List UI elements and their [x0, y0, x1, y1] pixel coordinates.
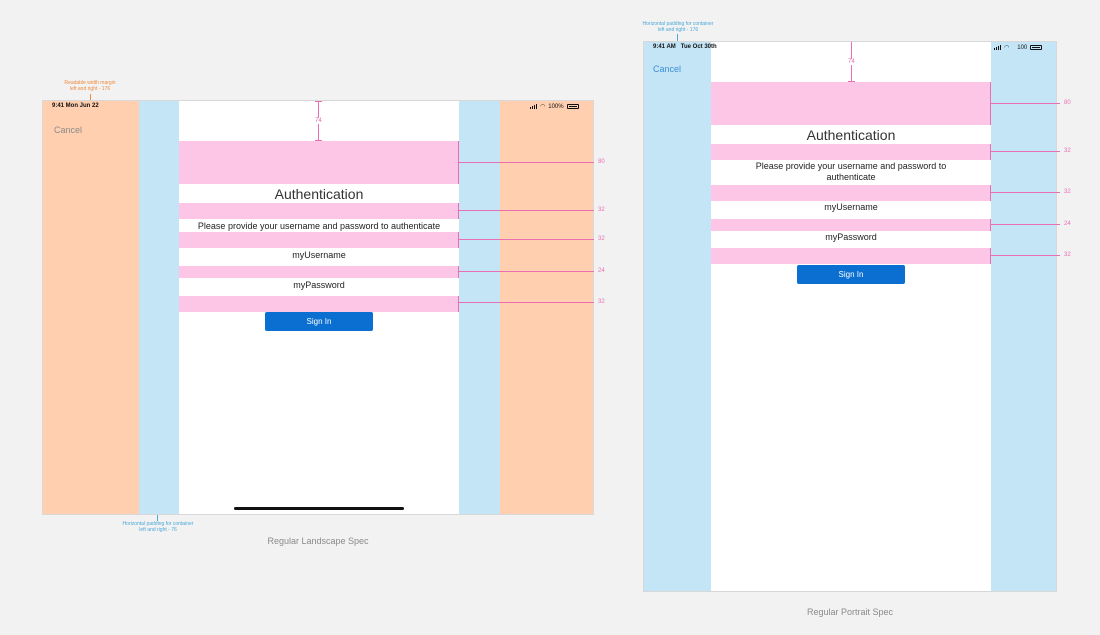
landscape-device: 9:41 Mon Jun 22 ◠ 100% Cancel 74 Authent… — [42, 100, 594, 515]
wifi-icon: ◠ — [540, 104, 546, 110]
annotation-pointer — [90, 94, 91, 100]
measure-label: 32 — [598, 236, 605, 242]
container-padding-annotation: Horizontal padding for container left an… — [632, 21, 724, 33]
spacer-24 — [711, 219, 991, 231]
measure-leader — [990, 151, 1060, 152]
annotation-pointer — [677, 34, 678, 41]
measure-label: 32 — [1064, 252, 1071, 258]
status-time: 9:41 AM Tue Oct 30th — [653, 44, 717, 50]
auth-message: Please provide your username and passwor… — [711, 161, 991, 183]
battery-icon — [1030, 45, 1043, 50]
page-title: Authentication — [806, 127, 896, 143]
annotation-line: left and right - 176 — [69, 86, 111, 92]
password-field[interactable]: myPassword — [825, 232, 877, 242]
container-padding-left — [139, 101, 179, 514]
measure-leader — [458, 239, 594, 240]
signal-icon — [530, 104, 537, 109]
measure-label: 32 — [598, 299, 605, 305]
measure-label: 24 — [1064, 221, 1071, 227]
measure-label: 24 — [598, 268, 605, 274]
spacer-32 — [179, 203, 459, 219]
annotation-line: left and right - 176 — [657, 27, 699, 33]
spacer-32 — [179, 296, 459, 312]
username-field[interactable]: myUsername — [292, 250, 346, 260]
spacer-32 — [711, 185, 991, 201]
spacer-edge — [990, 219, 991, 231]
signal-icon — [994, 45, 1001, 50]
portrait-caption: Regular Portrait Spec — [806, 607, 894, 617]
top-measure-cap — [315, 140, 322, 141]
spacer-24 — [179, 266, 459, 278]
readable-margin-annotation: Readable width margin left and right - 1… — [55, 80, 125, 92]
measure-leader — [990, 224, 1060, 225]
measure-label: 80 — [598, 159, 605, 165]
landscape-caption: Regular Landscape Spec — [267, 536, 369, 546]
annotation-line: Horizontal padding for container — [122, 521, 194, 527]
spacer-edge — [990, 185, 991, 201]
sign-in-button[interactable]: Sign In — [265, 312, 373, 331]
measure-leader — [990, 255, 1060, 256]
cancel-button[interactable]: Cancel — [653, 64, 682, 74]
spacer-edge — [990, 248, 991, 264]
annotation-line: Horizontal padding for container — [642, 21, 714, 27]
spacer-32 — [711, 248, 991, 264]
username-field[interactable]: myUsername — [824, 202, 878, 212]
readable-margin-right — [500, 101, 593, 514]
spacer-80 — [179, 141, 459, 184]
portrait-device: 9:41 AM Tue Oct 30th ◠ 100 Cancel 74 Aut… — [643, 41, 1057, 592]
auth-message-line: authenticate — [826, 172, 876, 182]
measure-leader — [458, 271, 594, 272]
container-padding-annotation: Horizontal padding for container left an… — [112, 521, 204, 533]
password-field[interactable]: myPassword — [293, 280, 345, 290]
spacer-edge — [458, 232, 459, 248]
spacer-edge — [458, 266, 459, 278]
top-measure-label: 74 — [315, 118, 322, 124]
status-indicators: ◠ 100% — [530, 103, 579, 110]
battery-percent: 100 — [1017, 44, 1028, 51]
spacer-edge — [990, 144, 991, 160]
container-padding-right — [991, 42, 1056, 591]
annotation-line: left and right - 76 — [139, 527, 177, 533]
auth-message: Please provide your username and passwor… — [197, 221, 441, 231]
measure-leader — [458, 210, 594, 211]
wifi-icon: ◠ — [1004, 45, 1010, 51]
spacer-80 — [711, 82, 991, 125]
measure-leader — [990, 192, 1060, 193]
readable-margin-left — [43, 101, 139, 514]
measure-label: 80 — [1064, 100, 1071, 106]
battery-percent: 100% — [548, 103, 564, 110]
sign-in-button[interactable]: Sign In — [797, 265, 905, 284]
container-padding-left — [644, 42, 711, 591]
status-time: 9:41 Mon Jun 22 — [52, 103, 99, 109]
spacer-edge — [458, 203, 459, 219]
measure-label: 32 — [1064, 189, 1071, 195]
page-title: Authentication — [274, 186, 364, 202]
annotation-pointer — [157, 515, 158, 521]
cancel-button[interactable]: Cancel — [54, 125, 83, 135]
measure-label: 32 — [598, 207, 605, 213]
top-measure-cap — [848, 81, 855, 82]
battery-icon — [566, 104, 579, 109]
spacer-32 — [711, 144, 991, 160]
spacer-32 — [179, 232, 459, 248]
container-padding-right — [459, 101, 500, 514]
home-indicator — [234, 507, 404, 510]
measure-leader — [458, 302, 594, 303]
auth-message-line: Please provide your username and passwor… — [755, 161, 947, 171]
spacer-edge — [458, 296, 459, 312]
annotation-line: Readable width margin — [64, 80, 116, 86]
measure-leader — [458, 162, 594, 163]
measure-label: 32 — [1064, 148, 1071, 154]
top-measure-label: 74 — [848, 59, 855, 65]
top-measure-cap — [315, 101, 322, 102]
measure-leader — [990, 103, 1060, 104]
status-indicators: ◠ 100 — [994, 44, 1043, 51]
